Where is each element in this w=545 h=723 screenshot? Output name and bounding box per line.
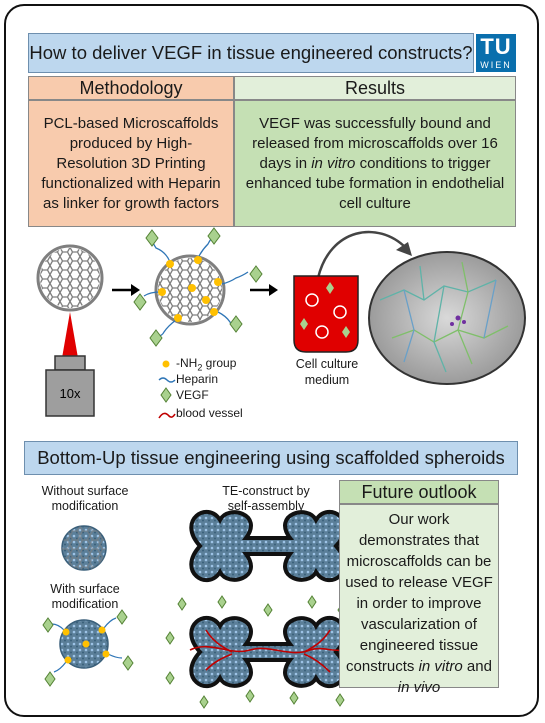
- legend-nh2-prefix: -NH: [176, 356, 198, 370]
- bone-construct-icon: [189, 509, 347, 583]
- plain-spheroid-icon: [61, 525, 107, 571]
- arrow-right-icon: [112, 284, 140, 296]
- future-text-part1: Our work demonstrates that microscaffold…: [345, 511, 493, 675]
- without-line2: modification: [51, 499, 119, 513]
- logo-wien-text: WIEN: [480, 60, 512, 70]
- results-heading-text: Results: [344, 77, 406, 98]
- results-box: VEGF was successfully bound and released…: [234, 100, 516, 227]
- section-title-text: Bottom-Up tissue engineering using scaff…: [37, 447, 505, 468]
- future-text-italic1: in vitro: [418, 658, 463, 675]
- legend-vegf-label: VEGF: [176, 388, 209, 402]
- results-text: VEGF was successfully bound and released…: [241, 114, 509, 214]
- legend-blood-vessel-label: blood vessel: [176, 406, 243, 420]
- logo-tu-text: TU: [480, 34, 512, 59]
- legend-heparin-label: Heparin: [176, 372, 219, 386]
- with-modification-caption: With surface modification: [30, 582, 140, 612]
- future-outlook-heading-text: Future outlook: [361, 481, 477, 502]
- legend-nh2-sub: 2: [197, 362, 203, 373]
- objective-label: 10x: [60, 386, 81, 401]
- cell-culture-beaker-icon: [293, 275, 359, 353]
- section-title: Bottom-Up tissue engineering using scaff…: [24, 441, 518, 475]
- arrow-right-icon: [250, 284, 278, 296]
- methodology-text: PCL-based Microscaffolds produced by Hig…: [41, 114, 221, 212]
- page-title: How to deliver VEGF in tissue engineered…: [28, 33, 474, 73]
- page-title-text: How to deliver VEGF in tissue engineered…: [29, 42, 473, 63]
- future-outlook-heading: Future outlook: [339, 480, 499, 504]
- with-line2: modification: [51, 597, 119, 611]
- legend-nh2-suffix: group: [202, 356, 237, 370]
- laser-beam-icon: [62, 312, 78, 358]
- results-heading: Results: [234, 76, 516, 100]
- blood-vessel-legend-icon: [158, 412, 176, 419]
- te-line1: TE-construct by: [222, 484, 310, 498]
- legend-nh2-label: -NH2 group: [176, 356, 236, 372]
- future-text-italic2: in vivo: [397, 679, 441, 696]
- methodology-box: PCL-based Microscaffolds produced by Hig…: [28, 100, 234, 227]
- te-line2: self-assembly: [227, 499, 305, 513]
- nh2-group-legend-icon: [162, 360, 170, 368]
- with-line1: With surface: [50, 582, 120, 596]
- results-text-part2: conditions to trigger enhanced tube form…: [245, 154, 505, 212]
- te-construct-caption: TE-construct by self-assembly: [196, 484, 336, 514]
- vascularized-bone-construct-icon: [165, 595, 357, 709]
- without-line1: Without surface: [41, 484, 129, 498]
- poster-frame: [4, 4, 539, 717]
- tu-wien-logo: TU WIEN: [476, 34, 516, 72]
- future-text-part2: and: [462, 658, 492, 675]
- methodology-heading-text: Methodology: [79, 77, 183, 98]
- vegf-legend-icon: [160, 387, 172, 403]
- medium-caption-line2: medium: [304, 373, 350, 387]
- functionalized-microscaffold-icon: [133, 227, 263, 347]
- tube-formation-micrograph: [368, 251, 526, 385]
- results-text-italic: in vitro: [311, 154, 356, 172]
- without-modification-caption: Without surface modification: [30, 484, 140, 514]
- medium-caption-line1: Cell culture: [295, 357, 359, 371]
- modified-spheroid-icon: [42, 609, 134, 687]
- curved-arrow-icon: [316, 230, 412, 279]
- future-outlook-box: Our work demonstrates that microscaffold…: [339, 504, 499, 696]
- objective-lens-icon: [45, 355, 95, 417]
- medium-caption: Cell culture medium: [284, 356, 370, 388]
- methodology-heading: Methodology: [28, 76, 234, 100]
- heparin-legend-icon: [158, 377, 176, 383]
- bare-microscaffold-icon: [36, 244, 104, 312]
- results-text-part1: VEGF was successfully bound and released…: [252, 114, 498, 172]
